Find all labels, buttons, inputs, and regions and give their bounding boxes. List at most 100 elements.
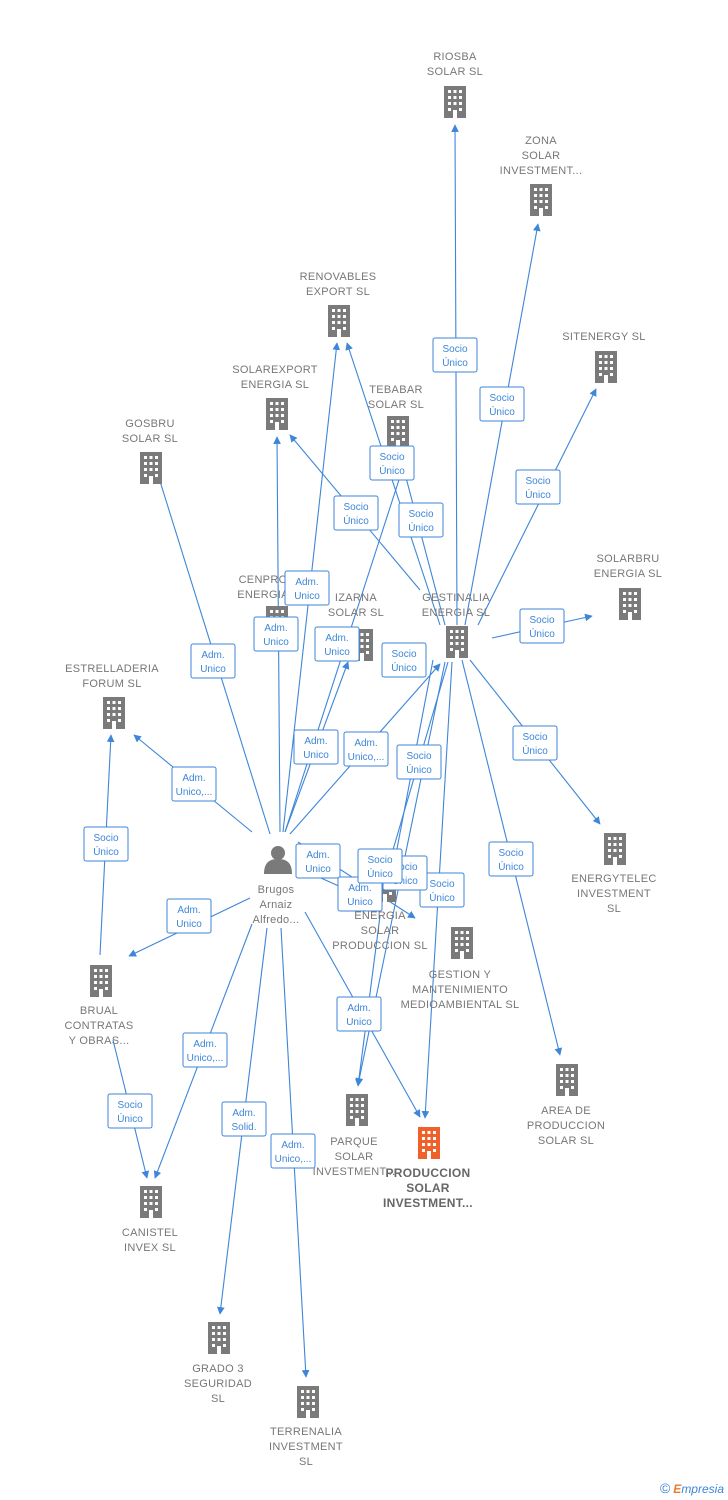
relation-label-box [253, 616, 299, 652]
node-label-line: SL [211, 1393, 225, 1405]
node-label-line: SITENERGY SL [562, 331, 645, 343]
relation-label-e22[interactable]: Adm.Unico,... [343, 731, 389, 767]
node-person[interactable]: BrugosArnaizAlfredo... [252, 846, 299, 926]
building-icon [444, 86, 466, 118]
relation-label-box [479, 386, 525, 422]
relation-label-text: Socio [408, 509, 433, 520]
building-icon [297, 1386, 319, 1418]
building-icon [266, 398, 288, 430]
node-label-line: SL [299, 1456, 313, 1468]
node-sitenergy[interactable]: SITENERGY SL [562, 331, 645, 383]
relation-label-e25[interactable]: Adm.Unico [336, 996, 382, 1032]
node-produccion[interactable]: PRODUCCIONSOLARINVESTMENT... [383, 1127, 473, 1210]
building-icon [103, 697, 125, 729]
relation-label-e23[interactable]: Adm.Unico [295, 843, 341, 879]
relation-label-box [107, 1093, 153, 1129]
relation-label-text: Socio [391, 649, 416, 660]
building-icon [556, 1064, 578, 1096]
node-parque[interactable]: PARQUESOLARINVESTMENT... [313, 1094, 396, 1178]
relation-label-e18[interactable]: Adm.Unico [284, 570, 330, 606]
relation-label-box [293, 729, 339, 765]
node-label-line: ENERGIA SL [241, 379, 309, 391]
node-label-line: MANTENIMIENTO [412, 984, 508, 996]
relation-label-box [295, 843, 341, 879]
node-label-line: MEDIOAMBIENTAL SL [401, 999, 520, 1011]
node-label-line: PRODUCCION [527, 1120, 605, 1132]
node-label-line: ENERGYTELEC [571, 873, 656, 885]
building-icon [530, 184, 552, 216]
relation-label-e27[interactable]: Adm.Unico,... [182, 1032, 228, 1068]
relation-label-e16[interactable]: Adm.Unico [190, 643, 236, 679]
relation-label-e19[interactable]: Adm.Unico [314, 626, 360, 662]
node-label-line: PARQUE [330, 1136, 377, 1148]
relation-label-e29[interactable]: Adm.Solid. [221, 1101, 267, 1137]
node-label-line: GRADO 3 [192, 1363, 244, 1375]
relation-label-text: Adm. [295, 577, 318, 588]
relation-label-e21[interactable]: Adm.Unico [293, 729, 339, 765]
relation-label-text: Único [529, 627, 555, 640]
relation-label-box [519, 608, 565, 644]
relation-label-box [333, 495, 379, 531]
relation-label-e30[interactable]: Adm.Unico,... [270, 1133, 316, 1169]
building-icon [604, 833, 626, 865]
node-label-line: Arnaiz [260, 899, 293, 911]
node-label-line: GOSBRU [125, 418, 174, 430]
person-icon [264, 846, 292, 874]
node-label-line: SOLAR SL [368, 399, 424, 411]
building-icon [208, 1322, 230, 1354]
relation-label-text: Único [406, 763, 432, 776]
relation-label-text: Socio [522, 732, 547, 743]
building-icon [595, 351, 617, 383]
node-label-line: PRODUCCION [385, 1166, 470, 1180]
node-zona[interactable]: ZONASOLARINVESTMENT... [500, 135, 583, 216]
node-gosbru[interactable]: GOSBRU SOLAR SL [122, 418, 178, 484]
relation-label-text: Único [117, 1112, 143, 1125]
node-label-line: SOLAR SL [122, 433, 178, 445]
relation-label-e20[interactable]: Adm.Unico,... [171, 766, 217, 802]
relation-label-text: Único [343, 514, 369, 527]
relation-label-text: Socio [379, 452, 404, 463]
relation-label-text: Adm. [264, 623, 287, 634]
node-label-line: INVEX SL [124, 1242, 176, 1254]
relation-label-e17[interactable]: Adm.Unico [253, 616, 299, 652]
relation-label-box [369, 445, 415, 481]
node-label-line: INVESTMENT [577, 888, 651, 900]
relation-label-e26[interactable]: Adm.Unico [166, 898, 212, 934]
node-label-line: SOLAR [361, 925, 400, 937]
relation-label-box [512, 725, 558, 761]
relation-label-box [284, 570, 330, 606]
